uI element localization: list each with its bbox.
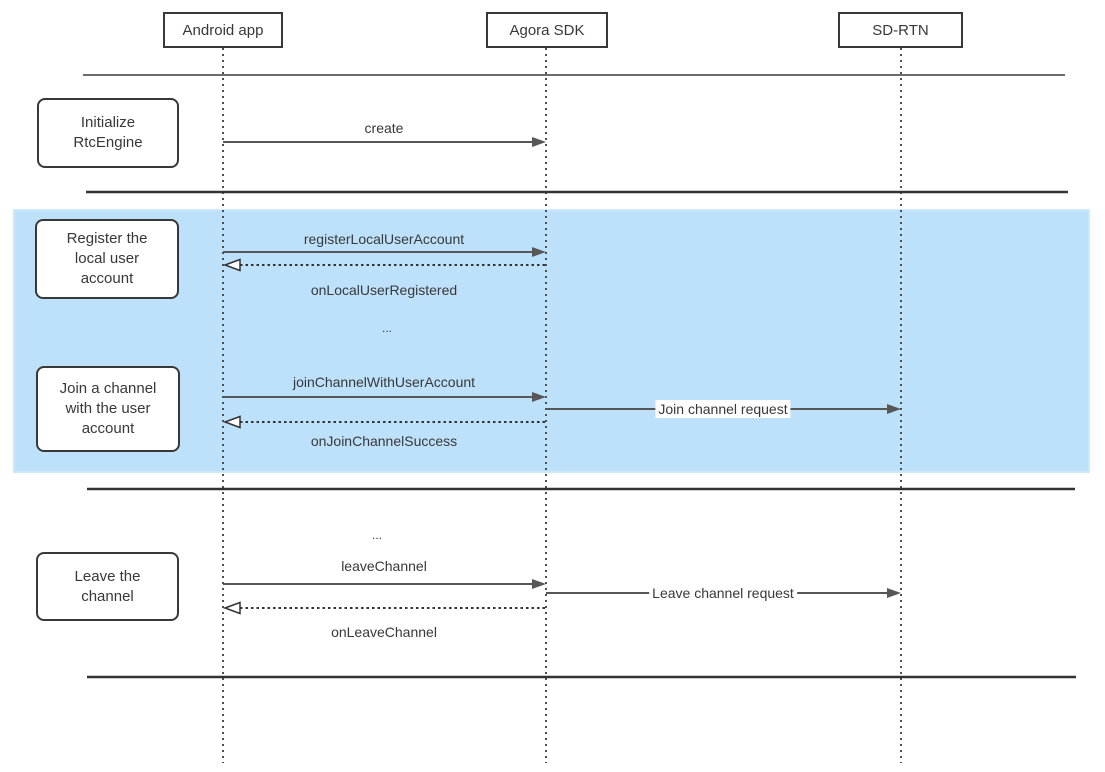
message-label-ellipsis-2: ... — [371, 528, 383, 542]
activity-label-initialize-rtcengine: Initialize RtcEngine — [73, 114, 143, 151]
message-arrow-on-leave-channel — [222, 601, 546, 615]
activity-box-leave-channel: Leave the channel — [36, 552, 179, 621]
activity-label-join-channel: Join a channel with the user account — [59, 380, 157, 437]
actor-label-sd-rtn: SD-RTN — [872, 21, 929, 39]
highlight-band — [13, 209, 1090, 473]
activity-box-register-local-user-account: Register the local user account — [35, 219, 179, 299]
message-label-ellipsis-1: ... — [381, 321, 393, 335]
message-label-on-leave-channel: onLeaveChannel — [331, 624, 437, 640]
message-label-leave-channel: leaveChannel — [341, 558, 427, 574]
actor-label-agora-sdk: Agora SDK — [509, 21, 585, 39]
message-label-join-channel-with-user-account: joinChannelWithUserAccount — [292, 374, 476, 390]
actor-box-android-app: Android app — [163, 12, 283, 48]
activity-box-join-channel: Join a channel with the user account — [36, 366, 180, 452]
message-arrow-create — [223, 137, 546, 147]
actor-label-android-app: Android app — [182, 21, 264, 39]
activity-label-register-local-user-account: Register the local user account — [66, 230, 148, 287]
activity-box-initialize-rtcengine: Initialize RtcEngine — [37, 98, 179, 168]
message-arrow-leave-channel — [223, 579, 546, 589]
activity-label-leave-channel: Leave the channel — [74, 567, 141, 605]
actor-box-agora-sdk: Agora SDK — [486, 12, 608, 48]
message-label-join-channel-request: Join channel request — [655, 400, 791, 418]
message-label-register-local-user-account: registerLocalUserAccount — [303, 231, 465, 247]
message-label-leave-channel-request: Leave channel request — [649, 584, 797, 602]
message-label-create: create — [364, 120, 404, 136]
actor-box-sd-rtn: SD-RTN — [838, 12, 963, 48]
message-label-on-local-user-registered: onLocalUserRegistered — [310, 282, 458, 298]
message-label-on-join-channel-success: onJoinChannelSuccess — [310, 433, 458, 449]
